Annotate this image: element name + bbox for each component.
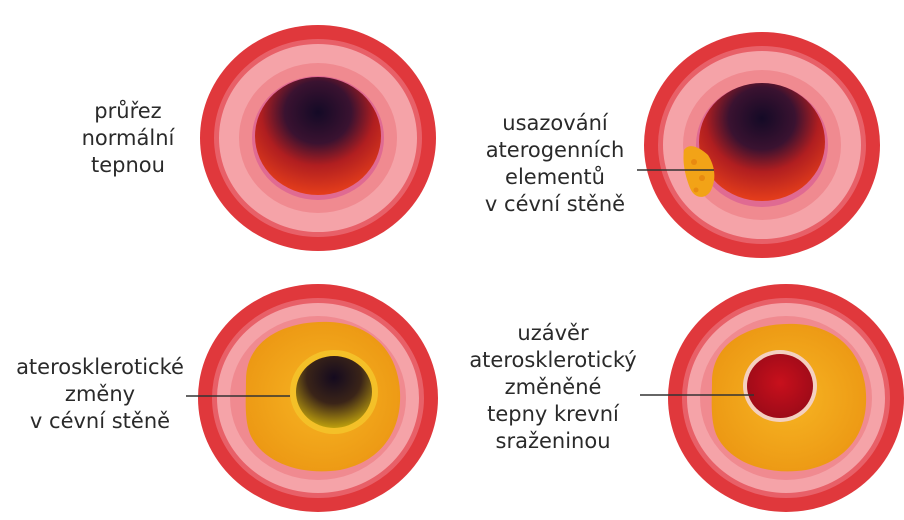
deposition-label-line-2: aterogenních: [470, 137, 640, 164]
sclerotic-label-line-1: aterosklerotické: [4, 354, 196, 381]
occlusion-label-line-4: tepny krevní: [462, 401, 644, 428]
deposition-label-line-4: v cévní stěně: [470, 191, 640, 218]
occlusion-label-line-3: změněné: [462, 374, 644, 401]
deposition-label-line-1: usazování: [470, 110, 640, 137]
sclerotic-label: aterosklerotické změny v cévní stěně: [4, 354, 196, 435]
sclerotic-artery-illustration: [198, 284, 438, 512]
occlusion-label-line-5: sraženinou: [462, 428, 644, 455]
normal-label-line-2: normální: [68, 125, 188, 152]
normal-label-line-1: průřez: [68, 98, 188, 125]
occlusion-label-line-2: aterosklerotický: [462, 347, 644, 374]
deposition-label-line-3: elementů: [470, 164, 640, 191]
normal-artery-label: průřez normální tepnou: [68, 98, 188, 179]
occlusion-label: uzávěr aterosklerotický změněné tepny kr…: [462, 320, 644, 455]
deposition-label: usazování aterogenních elementů v cévní …: [470, 110, 640, 218]
normal-artery-illustration: [200, 25, 436, 251]
occlusion-artery-illustration: [668, 284, 904, 512]
deposition-artery-illustration: [644, 32, 880, 258]
occlusion-label-line-1: uzávěr: [462, 320, 644, 347]
normal-label-line-3: tepnou: [68, 152, 188, 179]
sclerotic-label-line-3: v cévní stěně: [4, 408, 196, 435]
sclerotic-label-line-2: změny: [4, 381, 196, 408]
